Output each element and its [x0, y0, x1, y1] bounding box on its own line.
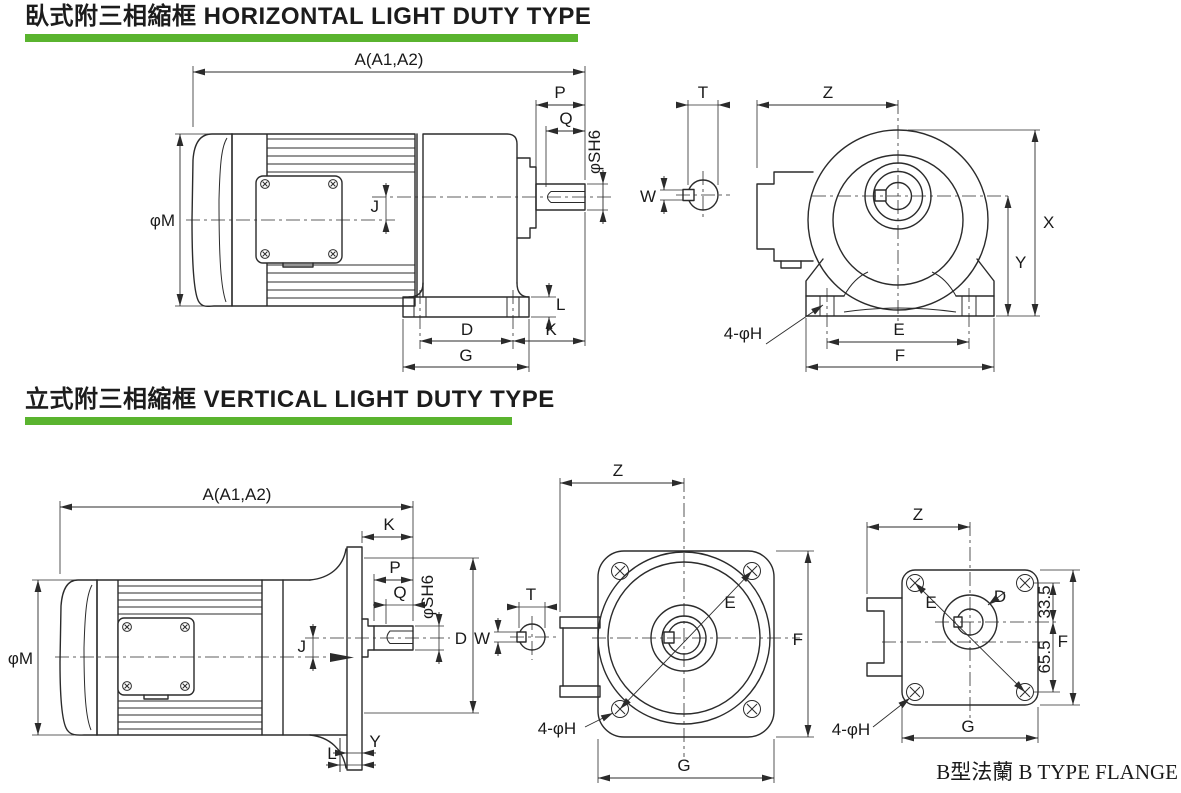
flange-body — [559, 550, 775, 738]
gearhead-front — [756, 129, 995, 317]
dim-label-w: W — [640, 187, 656, 206]
dim-label-y: Y — [369, 732, 380, 751]
title-horizontal-en: HORIZONTAL LIGHT DUTY TYPE — [203, 3, 592, 30]
dim-label-f: F — [1058, 632, 1068, 651]
section-horizontal-header: 臥式附三相縮框 HORIZONTAL LIGHT DUTY TYPE — [25, 3, 591, 42]
shaft-section-detail: T W — [640, 83, 730, 220]
dim-label-d: D — [455, 629, 467, 648]
motor-body — [59, 579, 284, 736]
dim-label-p: P — [554, 83, 565, 102]
dimensions: A(A1,A2) K P Q φSH6 D — [8, 485, 479, 769]
dim-label-g: G — [961, 717, 974, 736]
centerlines — [55, 637, 450, 658]
dim-label-j: J — [371, 197, 380, 216]
gearbox — [402, 133, 586, 318]
dim-label-f: F — [793, 630, 803, 649]
dim-label-a: A(A1,A2) — [355, 50, 424, 69]
dim-label-q: Q — [393, 583, 406, 602]
dim-label-x: X — [1043, 213, 1054, 232]
vertical-side-view: A(A1,A2) K P Q φSH6 D — [8, 485, 479, 772]
dim-label-m: φM — [150, 211, 175, 230]
dim-label-w: W — [474, 629, 490, 648]
dim-label-k: K — [383, 515, 395, 534]
horizontal-side-view: A(A1,A2) P Q φSH6 φM J — [150, 50, 612, 372]
title-horizontal-zh: 臥式附三相縮框 — [25, 3, 197, 30]
centerlines — [186, 196, 612, 349]
dim-label-z: Z — [823, 83, 833, 102]
dim-label-sh6: φSH6 — [585, 130, 604, 174]
b-type-flange-view: Z D E 33.5 65.5 F G 4-φH — [832, 505, 1080, 743]
dimensions: Z D E 33.5 65.5 F G 4-φH — [832, 505, 1080, 743]
flange-body — [866, 569, 1039, 706]
dim-label-65-5: 65.5 — [1035, 640, 1054, 673]
dimensions: Z X Y E F 4-φH — [724, 83, 1054, 372]
dim-label-k: K — [545, 320, 557, 339]
dim-label-g: G — [459, 346, 472, 365]
shaft-section-detail: T W — [474, 585, 557, 660]
section-vertical-header: 立式附三相縮框 VERTICAL LIGHT DUTY TYPE — [25, 386, 555, 425]
green-underline-bar — [25, 417, 512, 425]
horizontal-front-view: T W — [640, 83, 1054, 372]
flange-caption: B型法蘭 B TYPE FLANGE — [900, 756, 1178, 786]
green-underline-bar — [25, 34, 578, 42]
dim-label-sh6: φSH6 — [418, 575, 437, 619]
dim-label-4h: 4-φH — [832, 720, 870, 739]
dim-label-l: L — [556, 295, 565, 314]
dim-label-q: Q — [559, 109, 572, 128]
centerlines — [812, 100, 1012, 349]
gearbox-and-flange — [261, 546, 414, 772]
title-vertical-zh: 立式附三相縮框 — [25, 386, 197, 413]
dim-label-m: φM — [8, 649, 33, 668]
flange-caption-en: B TYPE FLANGE — [1018, 760, 1178, 784]
dim-label-e: E — [724, 593, 735, 612]
dim-label-f: F — [895, 346, 905, 365]
section-title-horizontal: 臥式附三相縮框 HORIZONTAL LIGHT DUTY TYPE — [25, 3, 591, 31]
dim-label-4h: 4-φH — [538, 719, 576, 738]
dim-label-j: J — [298, 637, 307, 656]
dim-label-z: Z — [613, 461, 623, 480]
title-vertical-en: VERTICAL LIGHT DUTY TYPE — [203, 386, 555, 413]
dim-label-e: E — [925, 593, 936, 612]
dimensions: A(A1,A2) P Q φSH6 φM J — [150, 50, 608, 372]
dim-label-y: Y — [1015, 253, 1026, 272]
section-title-vertical: 立式附三相縮框 VERTICAL LIGHT DUTY TYPE — [25, 386, 555, 414]
dim-label-e: E — [893, 320, 904, 339]
dim-label-l: L — [327, 744, 336, 763]
dim-label-g: G — [677, 756, 690, 775]
dim-label-33-5: 33.5 — [1035, 585, 1054, 618]
dim-label-d: D — [461, 320, 473, 339]
dim-label-z: Z — [913, 505, 923, 524]
dim-label-a: A(A1,A2) — [203, 485, 272, 504]
dim-label-t: T — [698, 83, 708, 102]
vertical-front-view: T W — [474, 461, 814, 783]
dim-label-d: D — [994, 587, 1006, 606]
dim-label-t: T — [526, 585, 536, 604]
flange-caption-zh: B型法蘭 — [936, 760, 1014, 784]
dim-label-4h: 4-φH — [724, 324, 762, 343]
centerlines — [592, 478, 800, 757]
dimensions: Z E F G 4-φH — [538, 461, 814, 783]
dim-label-p: P — [389, 558, 400, 577]
